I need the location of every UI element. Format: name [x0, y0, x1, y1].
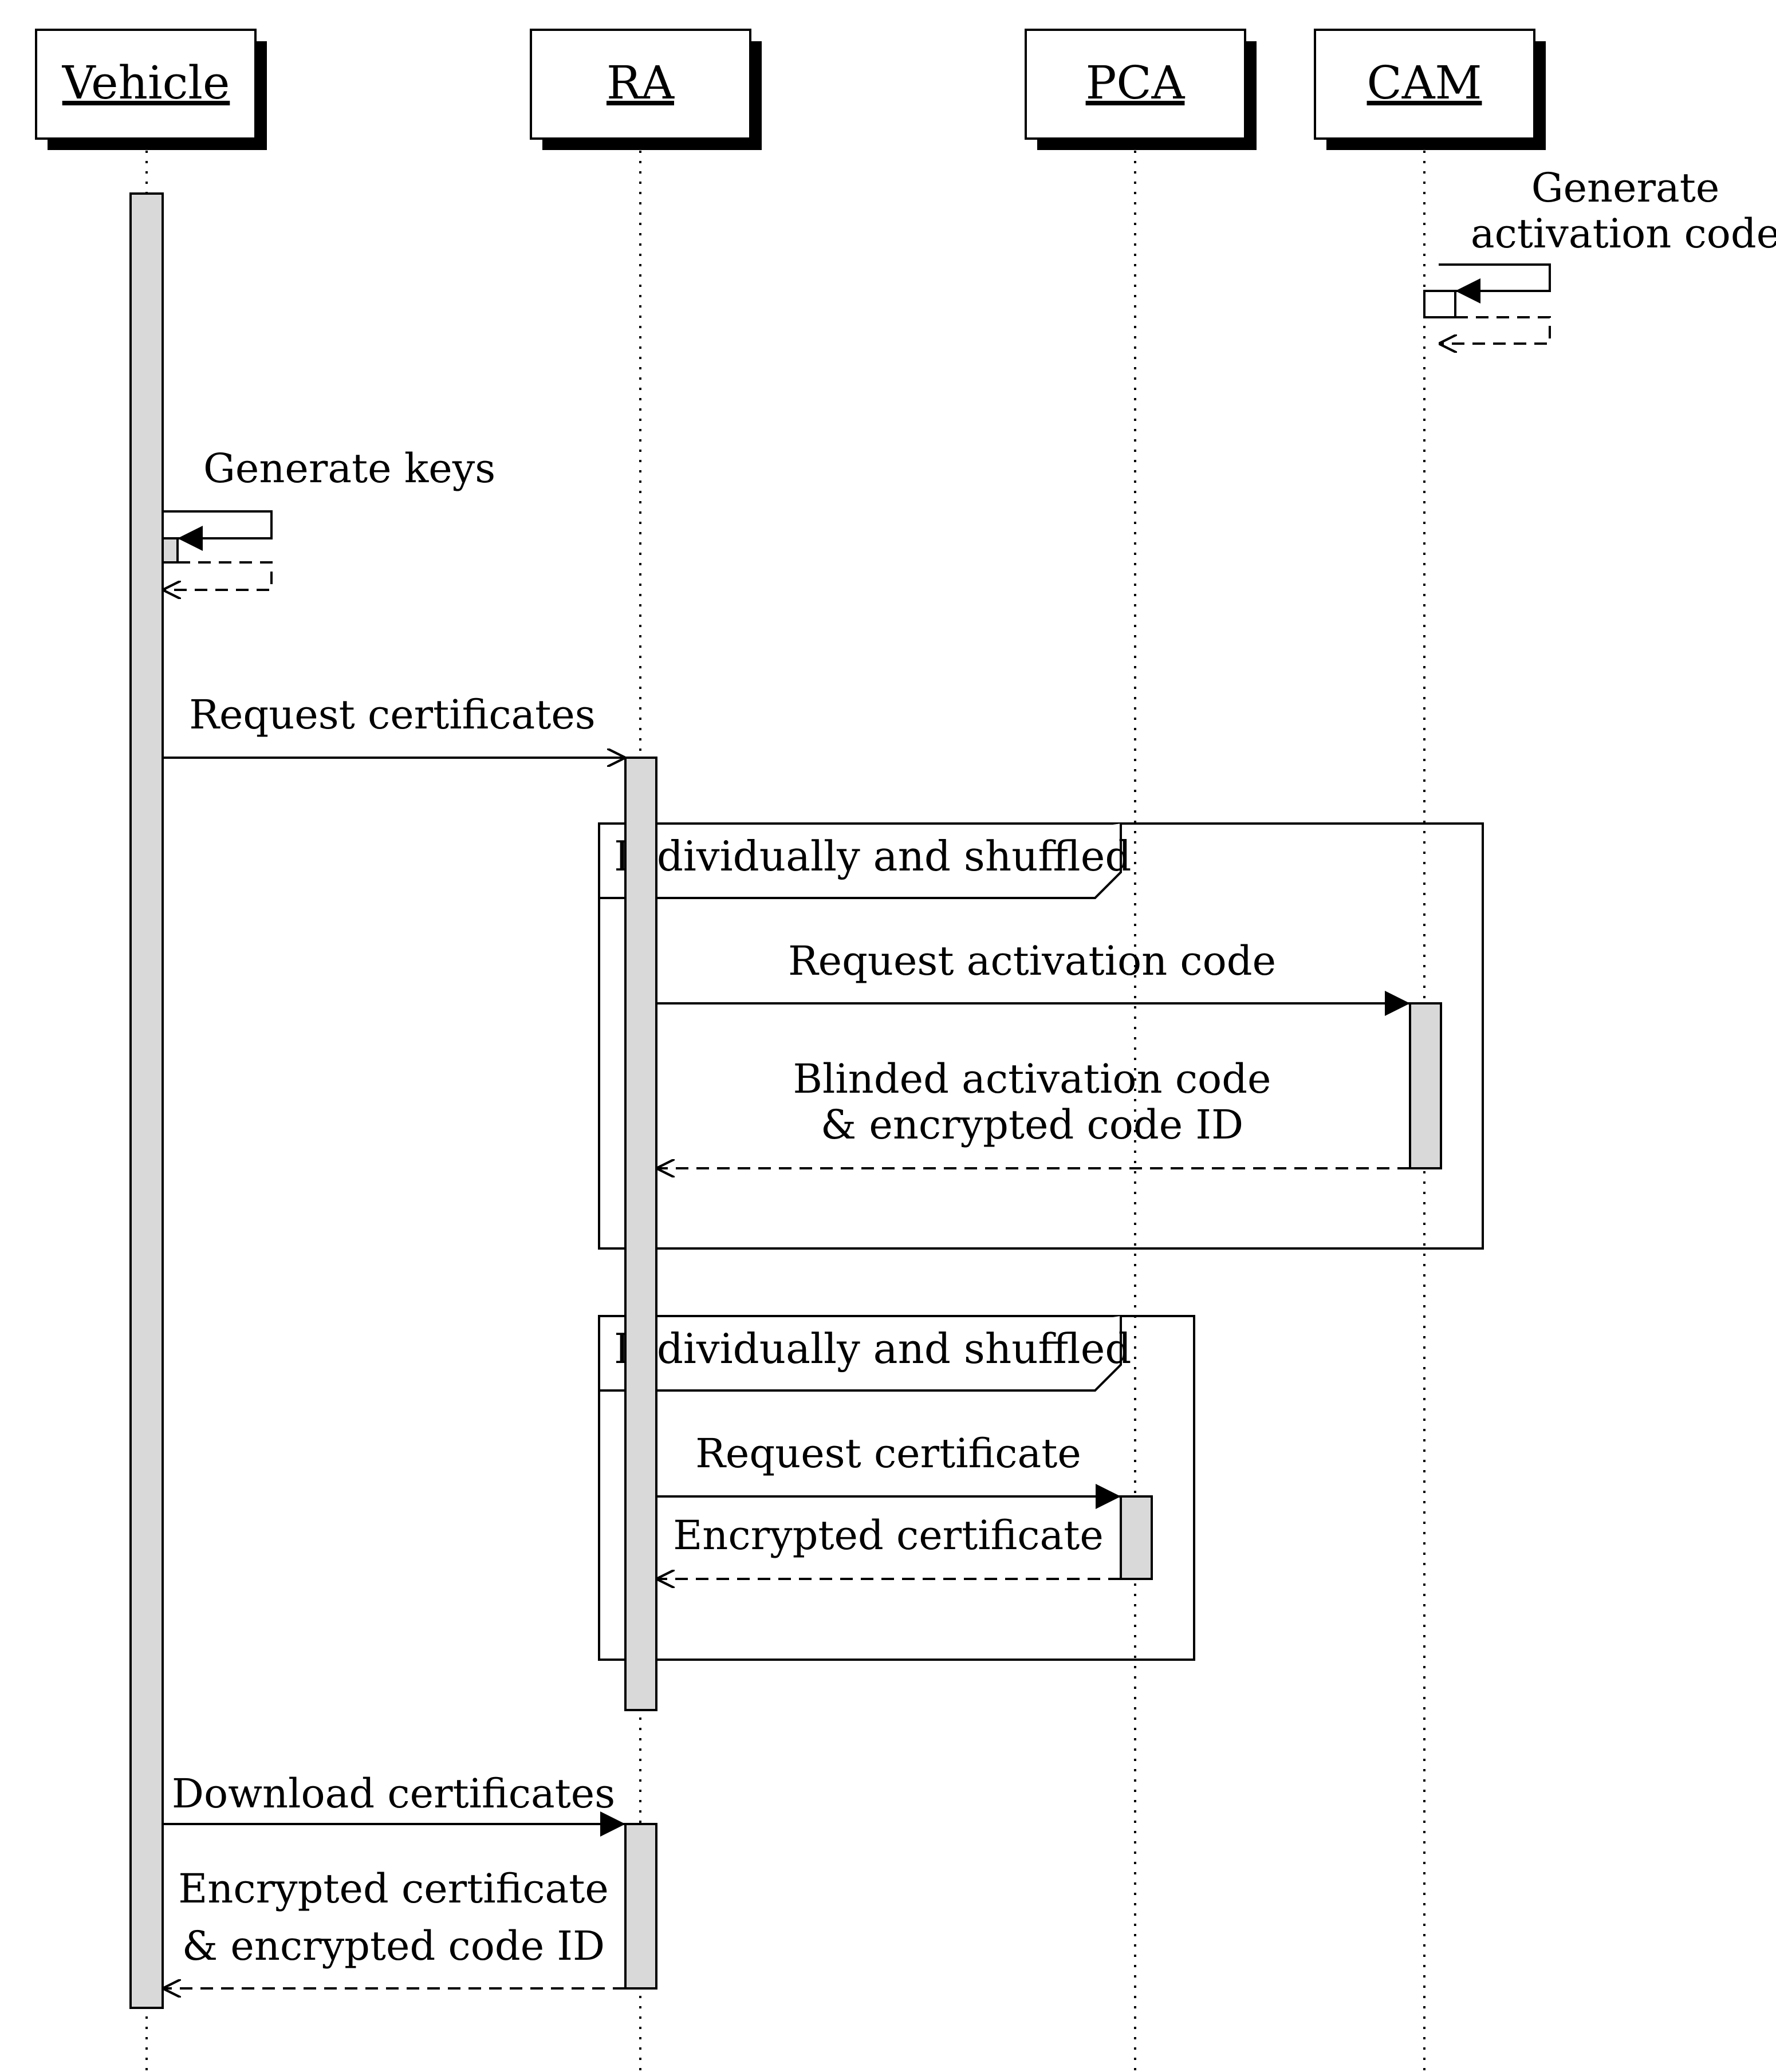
message-final-reply-label-2: & encrypted code ID [182, 1923, 605, 1969]
message-encrypted-certificate-reply: Encrypted certificate [656, 1512, 1121, 1579]
message-request-activation-code: Request activation code [656, 937, 1410, 1016]
message-request-certificates: Request certificates [163, 691, 625, 758]
activation-cam [1409, 1002, 1442, 1169]
activations [129, 192, 1456, 2009]
fragment-loop-1: Individually and shuffled [598, 822, 1484, 1250]
message-cam-self-label-2: activation code [1471, 210, 1776, 257]
message-vehicle-self-label: Generate keys [203, 445, 495, 492]
message-download-certificates: Download certificates [163, 1770, 625, 1837]
message-blinded-activation-code-reply: Blinded activation code & encrypted code… [656, 1055, 1410, 1168]
message-download-certificates-label: Download certificates [172, 1770, 615, 1817]
participant-cam: CAM [1314, 29, 1546, 150]
message-request-certificates-label: Request certificates [189, 691, 595, 738]
message-cam-generate-activation-code: Generate activation code [1439, 164, 1776, 344]
message-blinded-reply-label-1: Blinded activation code [793, 1055, 1271, 1102]
message-blinded-reply-label-2: & encrypted code ID [821, 1101, 1243, 1148]
activation-vehicle-self [162, 537, 179, 564]
activation-vehicle [129, 192, 164, 2009]
participant-pca-label: PCA [1086, 56, 1186, 109]
fragment-loop-2: Individually and shuffled [598, 1315, 1195, 1661]
activation-ra-download [624, 1823, 657, 1990]
message-request-certificate: Request certificate [656, 1430, 1121, 1509]
participant-vehicle: Vehicle [35, 29, 267, 150]
message-request-certificate-label: Request certificate [695, 1430, 1081, 1477]
fragment-loop-1-label: Individually and shuffled [614, 832, 1131, 880]
participant-cam-label: CAM [1367, 56, 1482, 109]
message-encrypted-certificate-label: Encrypted certificate [673, 1512, 1104, 1559]
activation-ra-main [624, 757, 657, 1711]
message-cam-self-label-1: Generate [1531, 164, 1720, 211]
message-final-reply: Encrypted certificate & encrypted code I… [163, 1865, 625, 1988]
message-final-reply-label-1: Encrypted certificate [178, 1865, 609, 1912]
fragment-loop-2-label: Individually and shuffled [614, 1325, 1131, 1373]
participant-ra-label: RA [607, 56, 675, 109]
participant-vehicle-label: Vehicle [62, 56, 230, 109]
participant-ra: RA [530, 29, 762, 150]
activation-cam-self [1423, 290, 1456, 318]
activation-pca [1120, 1495, 1153, 1580]
participant-pca: PCA [1025, 29, 1257, 150]
message-vehicle-generate-keys: Generate keys [163, 445, 495, 590]
message-request-activation-code-label: Request activation code [788, 937, 1276, 984]
